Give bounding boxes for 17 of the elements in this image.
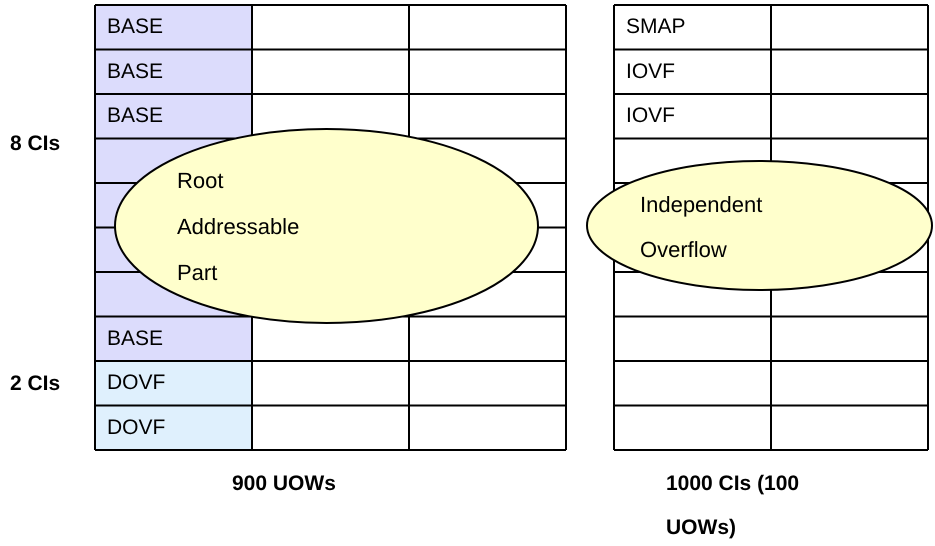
axis-label: 900 UOWs: [232, 471, 337, 497]
callout-ellipse: [114, 128, 539, 324]
callout-text: Independent Overflow: [640, 191, 764, 264]
table-cell: BASE: [95, 316, 252, 361]
callout-ellipse: [586, 160, 933, 291]
axis-label: 8 CIs: [10, 131, 62, 157]
table-cell-text: SMAP: [625, 14, 687, 40]
callout-text: Root Addressable Part: [177, 167, 300, 287]
table-cell: DOVF: [95, 361, 252, 406]
table-cell: BASE: [95, 94, 252, 138]
table-cell: DOVF: [95, 406, 252, 450]
axis-label: 2 CIs: [10, 371, 62, 397]
table-cell-text: IOVF: [625, 58, 676, 84]
axis-label: 1000 CIs (100 UOWs): [666, 471, 800, 541]
table-cell: BASE: [95, 5, 252, 50]
table-cell-text: IOVF: [625, 103, 676, 129]
table-cell: BASE: [95, 50, 252, 94]
